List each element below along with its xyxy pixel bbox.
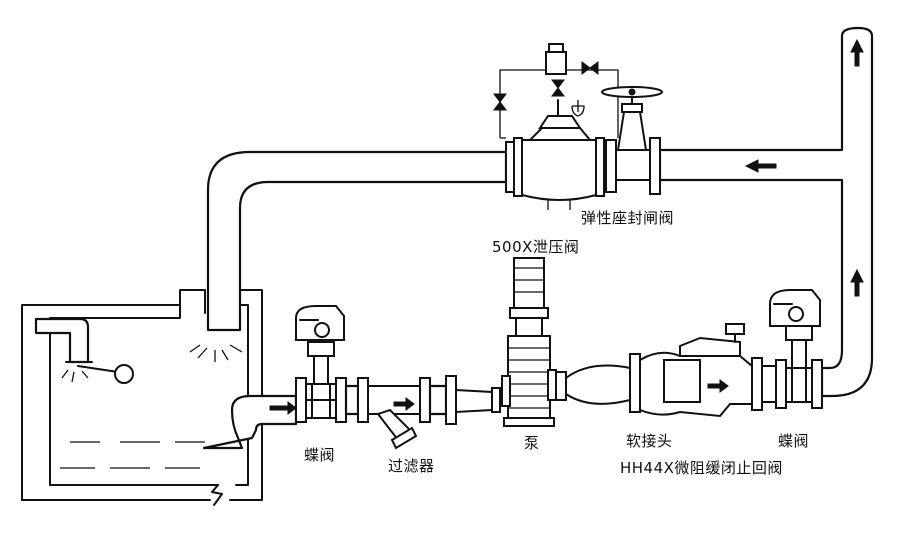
- discharge-line: [555, 289, 823, 418]
- label-check-valve: HH44X微阻缓闭止回阀: [620, 459, 783, 477]
- relief-valve-500x: [493, 43, 619, 210]
- label-flexible-joint: 软接头: [626, 432, 673, 450]
- return-pipe: [206, 26, 874, 398]
- water-tank: [21, 289, 298, 506]
- label-relief-valve: 500X泄压阀: [492, 238, 580, 256]
- pump: [501, 257, 557, 427]
- label-resilient-gate-valve: 弹性座封闸阀: [581, 209, 675, 227]
- label-butterfly-valve-right: 蝶阀: [778, 432, 810, 450]
- label-pump: 泵: [524, 434, 540, 452]
- label-butterfly-valve-left: 蝶阀: [304, 446, 336, 464]
- resilient-gate-valve: [601, 86, 663, 195]
- suction-line: [295, 305, 501, 450]
- label-strainer: 过滤器: [388, 457, 435, 475]
- flow-arrows: [269, 38, 864, 415]
